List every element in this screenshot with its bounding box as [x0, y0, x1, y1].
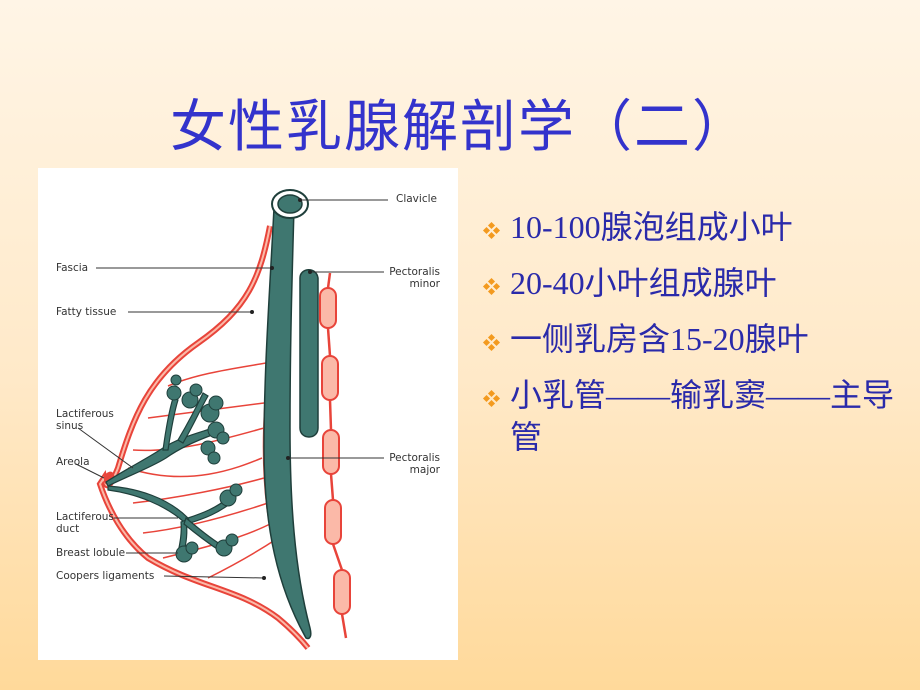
label-pectoralis-major-line1: Pectoralis	[389, 452, 440, 464]
bullet-item: 10-100腺泡组成小叶	[480, 206, 900, 248]
bullet-item: 20-40小叶组成腺叶	[480, 262, 900, 304]
label-coopers-ligaments: Coopers ligaments	[56, 570, 155, 582]
label-lactiferous-sinus-line1: Lactiferous	[56, 408, 114, 420]
label-lactiferous-duct: Lactiferous duct	[56, 511, 114, 535]
label-clavicle: Clavicle	[396, 193, 437, 205]
bullet-text: 一侧乳房含15-20腺叶	[510, 321, 809, 357]
label-breast-lobule: Breast lobule	[56, 547, 126, 559]
diamond-bullet-icon	[480, 318, 510, 360]
label-pectoralis-minor: Pectoralis minor	[384, 266, 440, 290]
label-pectoralis-major-line2: major	[409, 464, 440, 476]
diamond-bullet-icon	[480, 374, 510, 416]
label-fascia: Fascia	[56, 262, 89, 274]
bullet-list: 10-100腺泡组成小叶 20-40小叶组成腺叶 一侧乳房含15-20腺叶 小乳…	[480, 206, 900, 472]
label-pectoralis-minor-line2: minor	[409, 278, 440, 290]
label-lactiferous-sinus-line2: sinus	[56, 420, 84, 432]
label-lactiferous-duct-line1: Lactiferous	[56, 511, 114, 523]
label-lactiferous-duct-line2: duct	[56, 523, 80, 535]
bullet-item: 一侧乳房含15-20腺叶	[480, 318, 900, 360]
anatomy-illustration	[75, 189, 388, 650]
breast-anatomy-diagram: Clavicle Fascia Fatty tissue Pectoralis …	[38, 168, 458, 660]
label-pectoralis-major: Pectoralis major	[384, 452, 440, 476]
slide-title: 女性乳腺解剖学（二）	[170, 95, 750, 160]
bullet-text: 小乳管——输乳窦——主导管	[510, 377, 895, 455]
diamond-bullet-icon	[480, 262, 510, 304]
label-fatty-tissue: Fatty tissue	[56, 306, 117, 318]
label-areola: Areola	[56, 456, 90, 468]
diamond-bullet-icon	[480, 206, 510, 248]
label-lactiferous-sinus: Lactiferous sinus	[56, 408, 114, 432]
bullet-text: 10-100腺泡组成小叶	[510, 209, 793, 245]
label-pectoralis-minor-line1: Pectoralis	[389, 266, 440, 278]
bullet-item: 小乳管——输乳窦——主导管	[480, 374, 900, 458]
bullet-text: 20-40小叶组成腺叶	[510, 265, 777, 301]
